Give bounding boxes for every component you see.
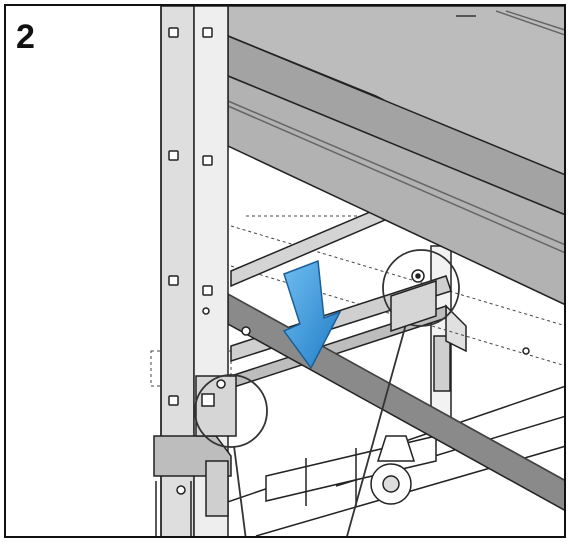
rack-installation-illustration — [150, 6, 564, 536]
step-number: 2 — [16, 18, 35, 56]
caster-wheel — [370, 435, 416, 505]
rail-square-holes — [168, 27, 213, 406]
left-rail-bracket — [195, 375, 237, 437]
rail-clip-bracket — [153, 435, 232, 536]
down-arrow-icon — [282, 259, 342, 370]
callout-right — [346, 249, 460, 536]
right-screw — [390, 269, 437, 333]
diagram-frame: 2 — [4, 4, 566, 538]
device-chassis — [227, 6, 564, 305]
right-support-bracket — [430, 245, 467, 422]
callout-left — [194, 374, 268, 536]
